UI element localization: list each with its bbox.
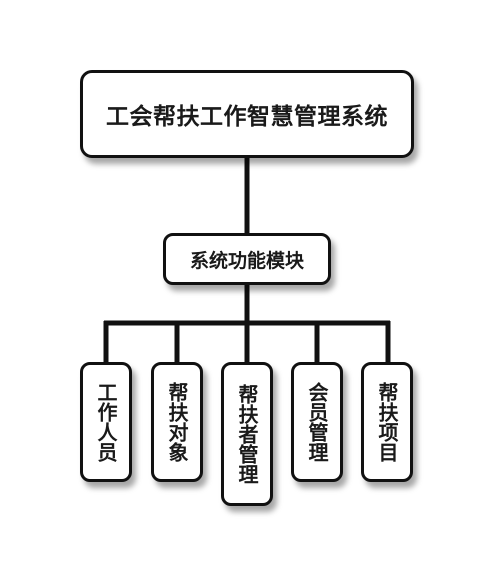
child-node-assistance-projects: 帮扶项目 bbox=[361, 362, 413, 482]
child-node-label: 帮扶者管理 bbox=[235, 384, 259, 484]
root-node-label: 工会帮扶工作智慧管理系统 bbox=[106, 104, 388, 130]
child-node-label: 帮扶项目 bbox=[375, 382, 399, 462]
child-node-label: 工作人员 bbox=[94, 382, 118, 462]
module-node: 系统功能模块 bbox=[163, 233, 331, 285]
root-node: 工会帮扶工作智慧管理系统 bbox=[80, 70, 414, 158]
child-node-helper-management: 帮扶者管理 bbox=[221, 362, 273, 506]
child-node-assisted-people: 帮扶对象 bbox=[151, 362, 203, 482]
child-node-member-management: 会员管理 bbox=[291, 362, 343, 482]
module-node-label: 系统功能模块 bbox=[189, 249, 304, 272]
child-node-label: 帮扶对象 bbox=[165, 382, 189, 462]
child-node-staff: 工作人员 bbox=[80, 362, 132, 482]
child-node-label: 会员管理 bbox=[305, 382, 329, 462]
